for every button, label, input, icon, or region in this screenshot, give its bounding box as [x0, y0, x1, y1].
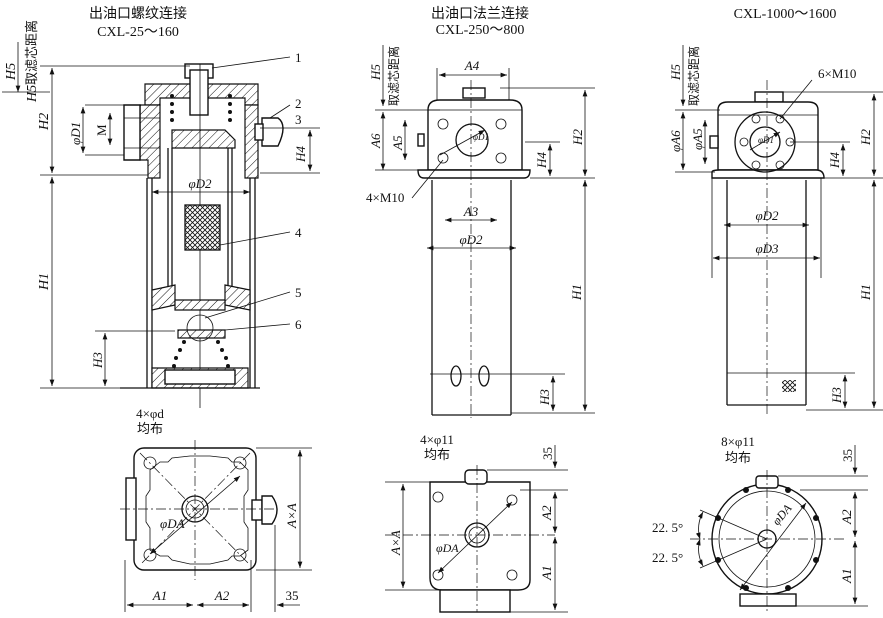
holes-note: 4×φd	[136, 406, 164, 421]
dim-H3: H3	[537, 389, 552, 406]
dim-H2: H2	[37, 113, 52, 131]
holes-note: 8×φ11	[721, 434, 755, 449]
dim-A2: A2	[539, 505, 554, 521]
dim-H1: H1	[37, 273, 52, 291]
holes-distribution: 均布	[725, 451, 751, 466]
dim-D3: φD3	[755, 241, 779, 256]
dim-A3: A3	[463, 204, 479, 219]
dim-H2: H2	[570, 129, 585, 146]
part-number: 6	[295, 317, 302, 332]
dimensions: A4 A6 A5 H2 H4 H1 H3 A3 φD2 4×M10	[366, 58, 595, 414]
dim-DA: φDA	[160, 516, 185, 531]
dim-offset: 35	[840, 449, 855, 462]
h5-annotation: H5 H5 取滤芯距离	[2, 20, 50, 103]
dim-D2: φD2	[755, 208, 779, 223]
part-number: 5	[295, 285, 302, 300]
magnet-core	[184, 204, 221, 251]
part-callouts: 1 2 3 4 5 6	[204, 50, 302, 332]
dim-A5: φA5	[690, 128, 705, 150]
dim-A1: A1	[539, 566, 554, 581]
part-number: 4	[295, 225, 302, 240]
dimensions: H2 H1 φD1 M φD2 H4 H3	[37, 65, 320, 389]
dimensions: φA6 φA5 H2 H4 H1 H3 φD2 φD3	[668, 91, 883, 411]
part-number: 2	[295, 96, 302, 111]
h5-note: 取滤芯距离	[686, 46, 701, 106]
model-range: CXL-25～160	[97, 25, 179, 40]
dim-DA: φDA	[436, 541, 459, 555]
view-title: 出油口螺纹连接	[89, 5, 187, 22]
holes-distribution: 均布	[424, 448, 450, 463]
holes-distribution: 均布	[137, 422, 163, 437]
h5-label: H5	[368, 64, 383, 81]
dim-H2: H2	[858, 129, 873, 146]
view-threaded: 出油口螺纹连接 CXL-25～160 H5 H5 取滤芯距离	[2, 5, 320, 612]
holes-note: 4×φ11	[420, 432, 454, 447]
dim-A6: A6	[368, 133, 383, 149]
view-large: CXL-1000～1600 H5 取滤芯距离	[652, 7, 883, 612]
dim-AxA: A×A	[388, 530, 403, 556]
dim-angle-lower: 22. 5°	[652, 550, 683, 565]
mesh-mark	[782, 380, 796, 392]
part-number: 3	[295, 112, 302, 127]
h5-label: H5	[668, 64, 683, 81]
dim-A4: A4	[464, 58, 480, 73]
filter-body-large: φD1 6×M10	[709, 66, 856, 415]
dim-D2: φD2	[459, 232, 483, 247]
h5-annotation: H5 取滤芯距离	[668, 45, 701, 106]
dim-D2: φD2	[188, 176, 212, 191]
dim-A1: A1	[839, 569, 854, 584]
dim-D1: φD1	[68, 122, 83, 145]
dim-AxA: A×A	[284, 503, 299, 529]
h5-label: H5	[4, 63, 19, 81]
dim-A2: A2	[839, 509, 854, 525]
dim-offset: 35	[286, 588, 299, 603]
h5-note: 取滤芯距离	[386, 46, 401, 106]
view-flanged: 出油口法兰连接 CXL-250～800 H5 取滤芯距离 φD	[366, 5, 595, 613]
h5-annotation: H5 取滤芯距离	[368, 45, 401, 106]
h5-note: 取滤芯距离	[24, 20, 40, 85]
dim-H3: H3	[90, 352, 105, 369]
h5-sub-label: H5	[25, 85, 40, 103]
filter-body-section	[120, 63, 284, 408]
dim-angle-upper: 22. 5°	[652, 520, 683, 535]
dim-H3: H3	[829, 387, 844, 404]
dim-M: M	[94, 124, 109, 136]
dim-offset: 35	[540, 447, 555, 460]
dim-A5: A5	[390, 135, 405, 151]
dim-H4: H4	[534, 152, 549, 169]
dim-H4: H4	[827, 152, 842, 169]
plan-view-threaded: 4×φd 均布 φDA A×A	[120, 406, 312, 612]
view-title: 出油口法兰连接	[431, 5, 529, 22]
dim-H1: H1	[569, 284, 584, 301]
dim-A2: A2	[214, 588, 230, 603]
dim-D1: φD1	[758, 135, 774, 145]
bolts-note: 4×M10	[366, 190, 404, 205]
filter-body-flanged: φD1	[417, 80, 531, 418]
dim-D1: φD1	[473, 132, 489, 142]
bolts-note: 6×M10	[818, 66, 856, 81]
model-range: CXL-250～800	[436, 23, 525, 38]
dim-H1: H1	[858, 284, 873, 301]
dim-H4: H4	[293, 146, 308, 163]
plan-view-flanged: 4×φ11 均布 φDA A×A 35 A2	[385, 432, 568, 613]
dim-A6: φA6	[668, 130, 683, 152]
model-range: CXL-1000～1600	[734, 7, 837, 22]
plan-view-large: 8×φ11 均布 φDA 22. 5° 22. 5°	[652, 434, 868, 612]
dim-A1: A1	[152, 588, 167, 603]
part-number: 1	[295, 50, 302, 65]
